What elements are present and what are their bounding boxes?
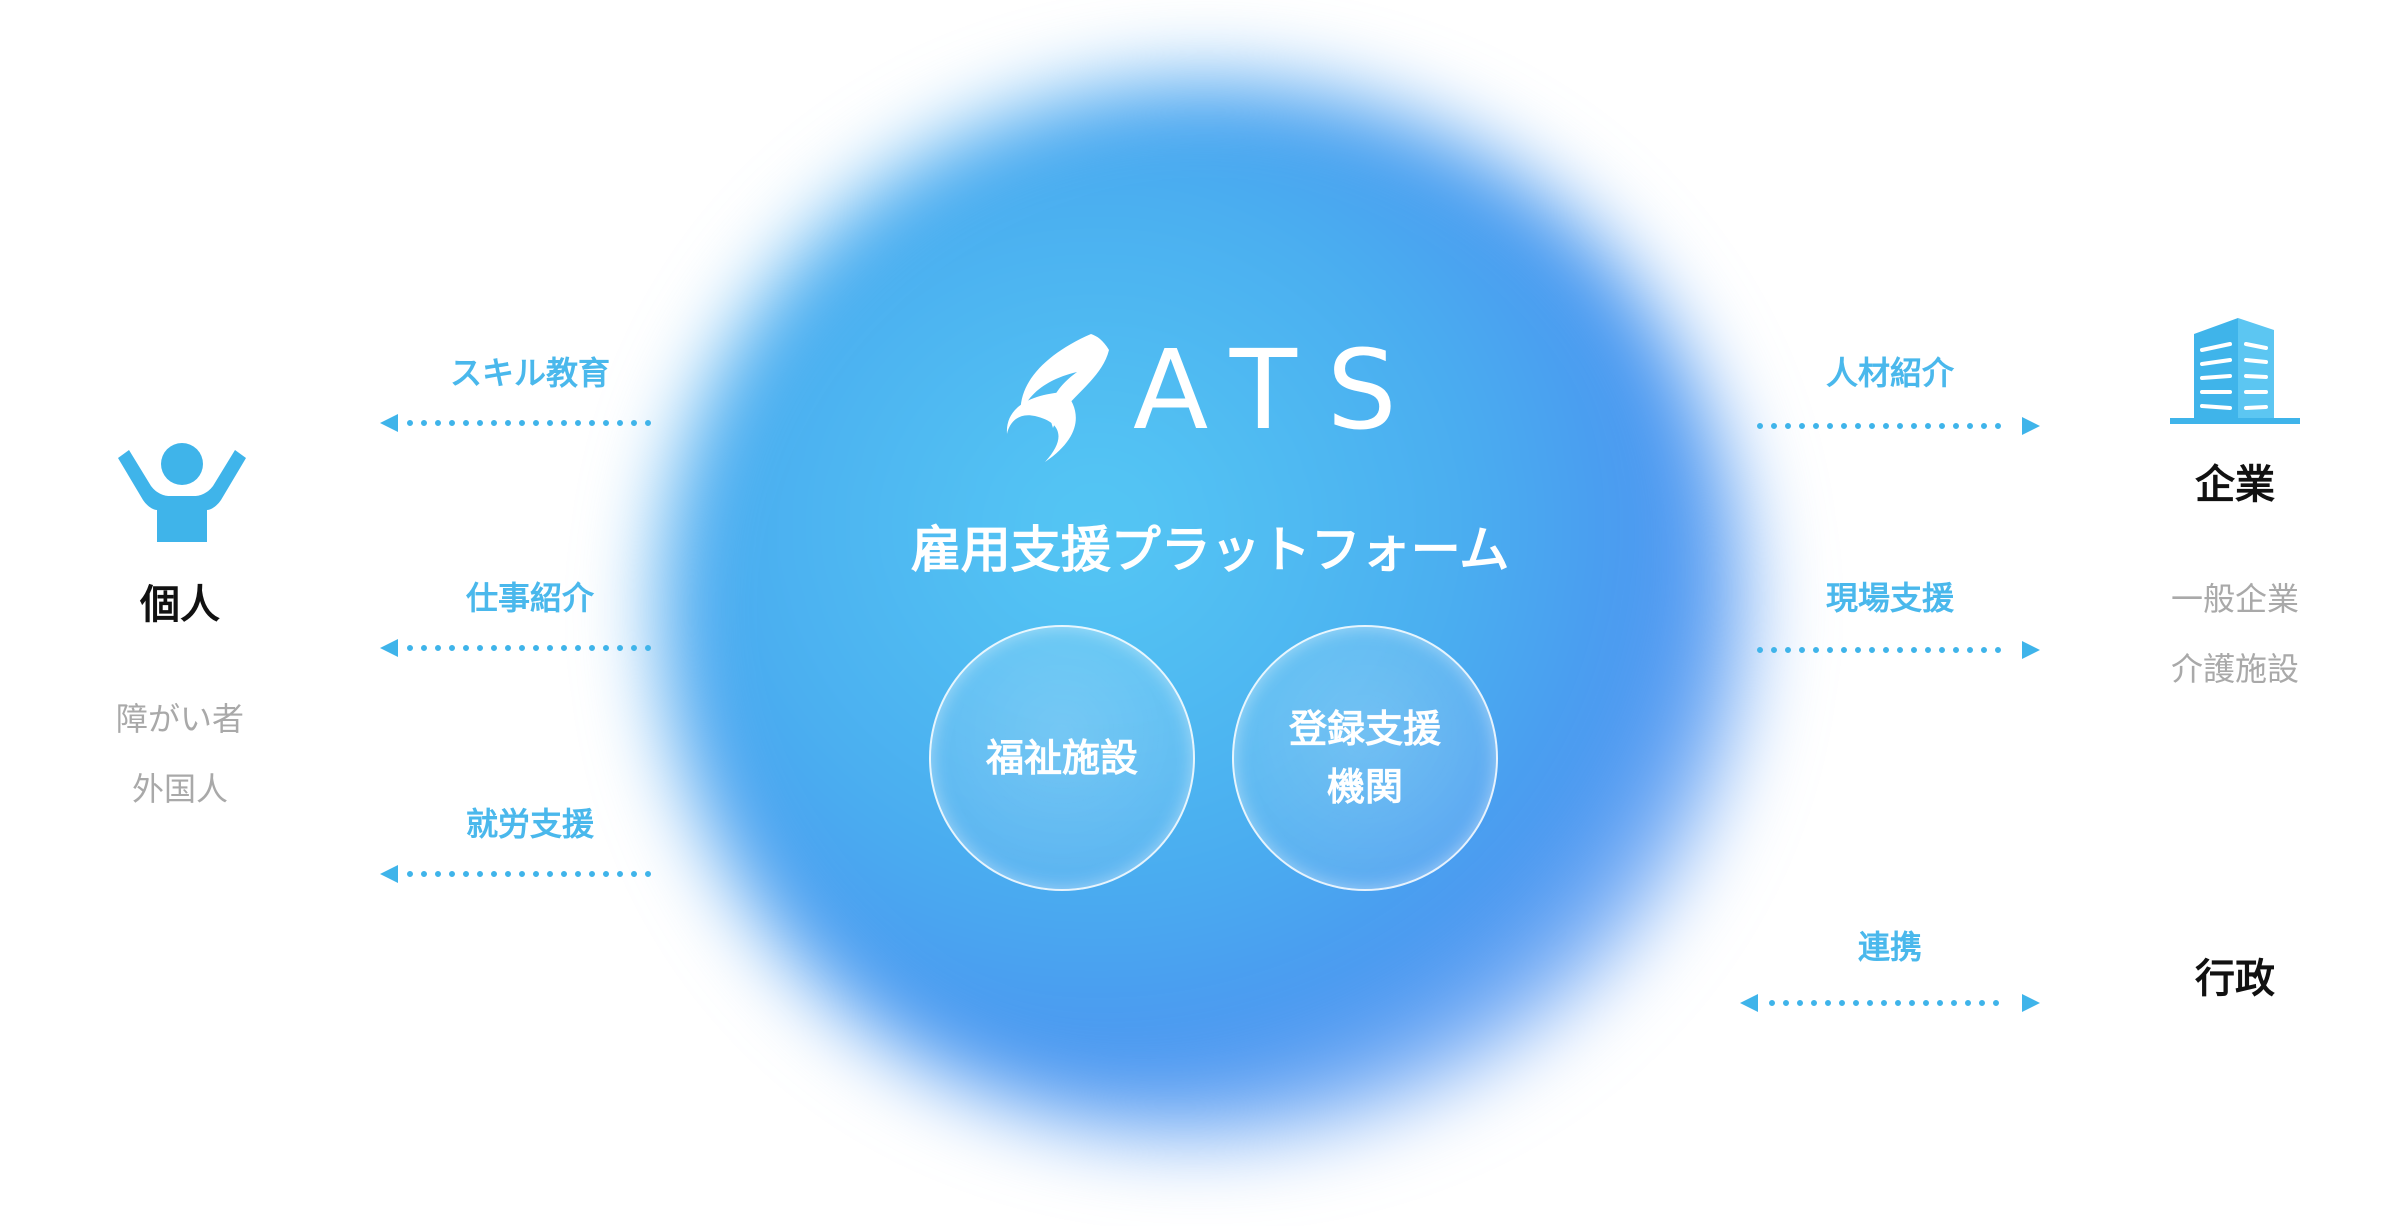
- person-cheering-icon: [118, 443, 246, 542]
- individual-title: 個人: [140, 582, 220, 628]
- flow-left-label-1: スキル教育: [449, 354, 610, 392]
- flow-left-label-3: 就労支援: [465, 805, 594, 843]
- flow-right-label-2: 現場支援: [1825, 579, 1954, 617]
- individual-sub-2: 外国人: [131, 770, 228, 808]
- company-sub-2: 介護施設: [2170, 650, 2299, 688]
- circle-welfare-label: 福祉施設: [985, 736, 1138, 780]
- company-title: 企業: [2195, 462, 2275, 508]
- circle-registered-support: 登録支援 機関: [1232, 625, 1498, 891]
- arrow-right-1: [1757, 417, 2040, 435]
- platform-glow: [660, 80, 1750, 1140]
- platform-tagline: 雇用支援プラットフォーム: [910, 521, 1510, 579]
- leaf-flame-icon: [1006, 334, 1109, 462]
- brand-name: ATS: [1133, 326, 1427, 454]
- arrow-left-3: [380, 865, 663, 883]
- flow-right-label-1: 人材紹介: [1825, 354, 1954, 392]
- flow-bottom-label: 連携: [1857, 928, 1922, 966]
- company-sub-1: 一般企業: [2170, 580, 2299, 618]
- government-title: 行政: [2195, 956, 2275, 1002]
- ats-logo: ATS: [1005, 326, 1425, 472]
- arrow-left-2: [380, 639, 663, 657]
- arrow-bidirectional: [1740, 994, 2040, 1012]
- arrow-right-2: [1757, 641, 2040, 659]
- building-icon: [2170, 318, 2300, 424]
- individual-sub-1: 障がい者: [115, 700, 244, 738]
- arrow-left-1: [380, 414, 663, 432]
- circle-support-label-1: 登録支援: [1288, 707, 1441, 751]
- circle-support-label-2: 機関: [1326, 765, 1403, 809]
- circle-welfare-facility: 福祉施設: [929, 625, 1195, 891]
- flow-left-label-2: 仕事紹介: [465, 579, 594, 617]
